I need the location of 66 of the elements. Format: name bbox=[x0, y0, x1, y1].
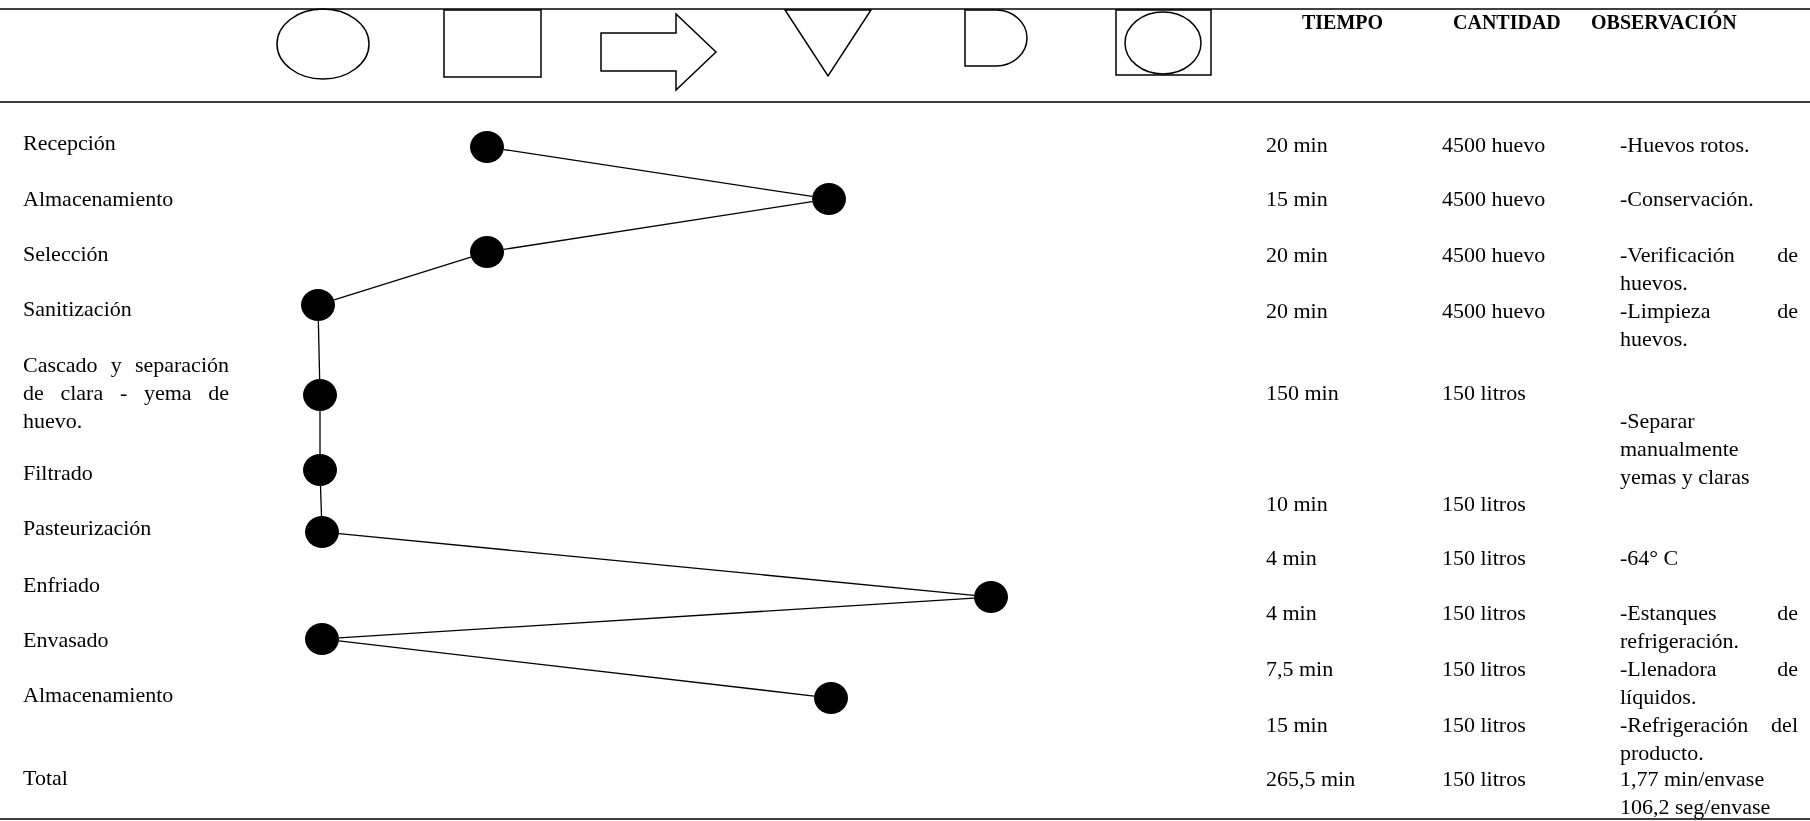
quantity-value: 150 litros bbox=[1442, 544, 1526, 572]
step-name: Recepción bbox=[23, 129, 116, 157]
step-name: Pasteurización bbox=[23, 514, 152, 542]
observation-text: -Separar manualmente yemas y claras bbox=[1620, 407, 1751, 491]
quantity-value: 150 litros bbox=[1442, 490, 1526, 518]
connector-line bbox=[319, 410, 321, 455]
quantity-value: 150 litros bbox=[1442, 379, 1526, 407]
process-dot bbox=[470, 131, 504, 163]
process-dot bbox=[814, 682, 848, 714]
process-dot bbox=[303, 454, 337, 486]
step-name: Cascado y separación de clara - yema de huevo. bbox=[23, 351, 229, 435]
connector-line bbox=[319, 485, 323, 517]
observation-text: -Estanques de refrigeración. bbox=[1620, 599, 1798, 655]
quantity-value: 150 litros bbox=[1442, 711, 1526, 739]
column-header: CANTIDAD bbox=[1453, 10, 1561, 36]
time-value: 15 min bbox=[1266, 185, 1328, 213]
process-dot bbox=[974, 581, 1008, 613]
observation-text: 106,2 seg/envase bbox=[1620, 793, 1771, 821]
connector-line bbox=[333, 256, 472, 301]
connector-line bbox=[503, 148, 813, 198]
quantity-value: 150 litros bbox=[1442, 599, 1526, 627]
step-name: Enfriado bbox=[23, 571, 100, 599]
observation-text: -Verificación de huevos. bbox=[1620, 241, 1798, 297]
process-dot bbox=[305, 516, 339, 548]
observation-text: -64° C bbox=[1620, 544, 1679, 572]
time-value: 4 min bbox=[1266, 544, 1317, 572]
quantity-value: 4500 huevo bbox=[1442, 131, 1546, 159]
column-header: TIEMPO bbox=[1302, 10, 1384, 36]
step-name: Selección bbox=[23, 240, 109, 268]
connector-line bbox=[338, 640, 815, 697]
process-dot bbox=[812, 183, 846, 215]
observation-text: -Refrigeración del producto. bbox=[1620, 711, 1798, 767]
time-value: 265,5 min bbox=[1266, 765, 1356, 793]
column-header: OBSERVACIÓN bbox=[1591, 9, 1737, 36]
time-value: 150 min bbox=[1266, 379, 1339, 407]
observation-text: 1,77 min/envase bbox=[1620, 765, 1765, 793]
step-name: Almacenamiento bbox=[23, 681, 174, 709]
time-value: 20 min bbox=[1266, 131, 1328, 159]
step-name: Sanitización bbox=[23, 295, 132, 323]
connector-line bbox=[503, 200, 813, 251]
step-name: Filtrado bbox=[23, 459, 93, 487]
process-dot bbox=[470, 236, 504, 268]
process-dot bbox=[301, 289, 335, 321]
observation-text: -Llenadora de líquidos. bbox=[1620, 655, 1798, 711]
quantity-value: 150 litros bbox=[1442, 765, 1526, 793]
quantity-value: 4500 huevo bbox=[1442, 297, 1546, 325]
connector-line bbox=[338, 597, 975, 639]
quantity-value: 150 litros bbox=[1442, 655, 1526, 683]
step-name: Almacenamiento bbox=[23, 185, 174, 213]
time-value: 4 min bbox=[1266, 599, 1317, 627]
time-value: 10 min bbox=[1266, 490, 1328, 518]
process-dot bbox=[303, 379, 337, 411]
time-value: 7,5 min bbox=[1266, 655, 1334, 683]
process-dot bbox=[305, 623, 339, 655]
connector-line bbox=[317, 320, 321, 380]
step-name: Total bbox=[23, 764, 68, 792]
observation-text: -Huevos rotos. bbox=[1620, 131, 1750, 159]
quantity-value: 4500 huevo bbox=[1442, 185, 1546, 213]
quantity-value: 4500 huevo bbox=[1442, 241, 1546, 269]
step-name: Envasado bbox=[23, 626, 109, 654]
time-value: 20 min bbox=[1266, 297, 1328, 325]
observation-text: -Limpieza de huevos. bbox=[1620, 297, 1798, 353]
time-value: 20 min bbox=[1266, 241, 1328, 269]
observation-text: -Conservación. bbox=[1620, 185, 1754, 213]
time-value: 15 min bbox=[1266, 711, 1328, 739]
connector-line bbox=[338, 533, 975, 596]
